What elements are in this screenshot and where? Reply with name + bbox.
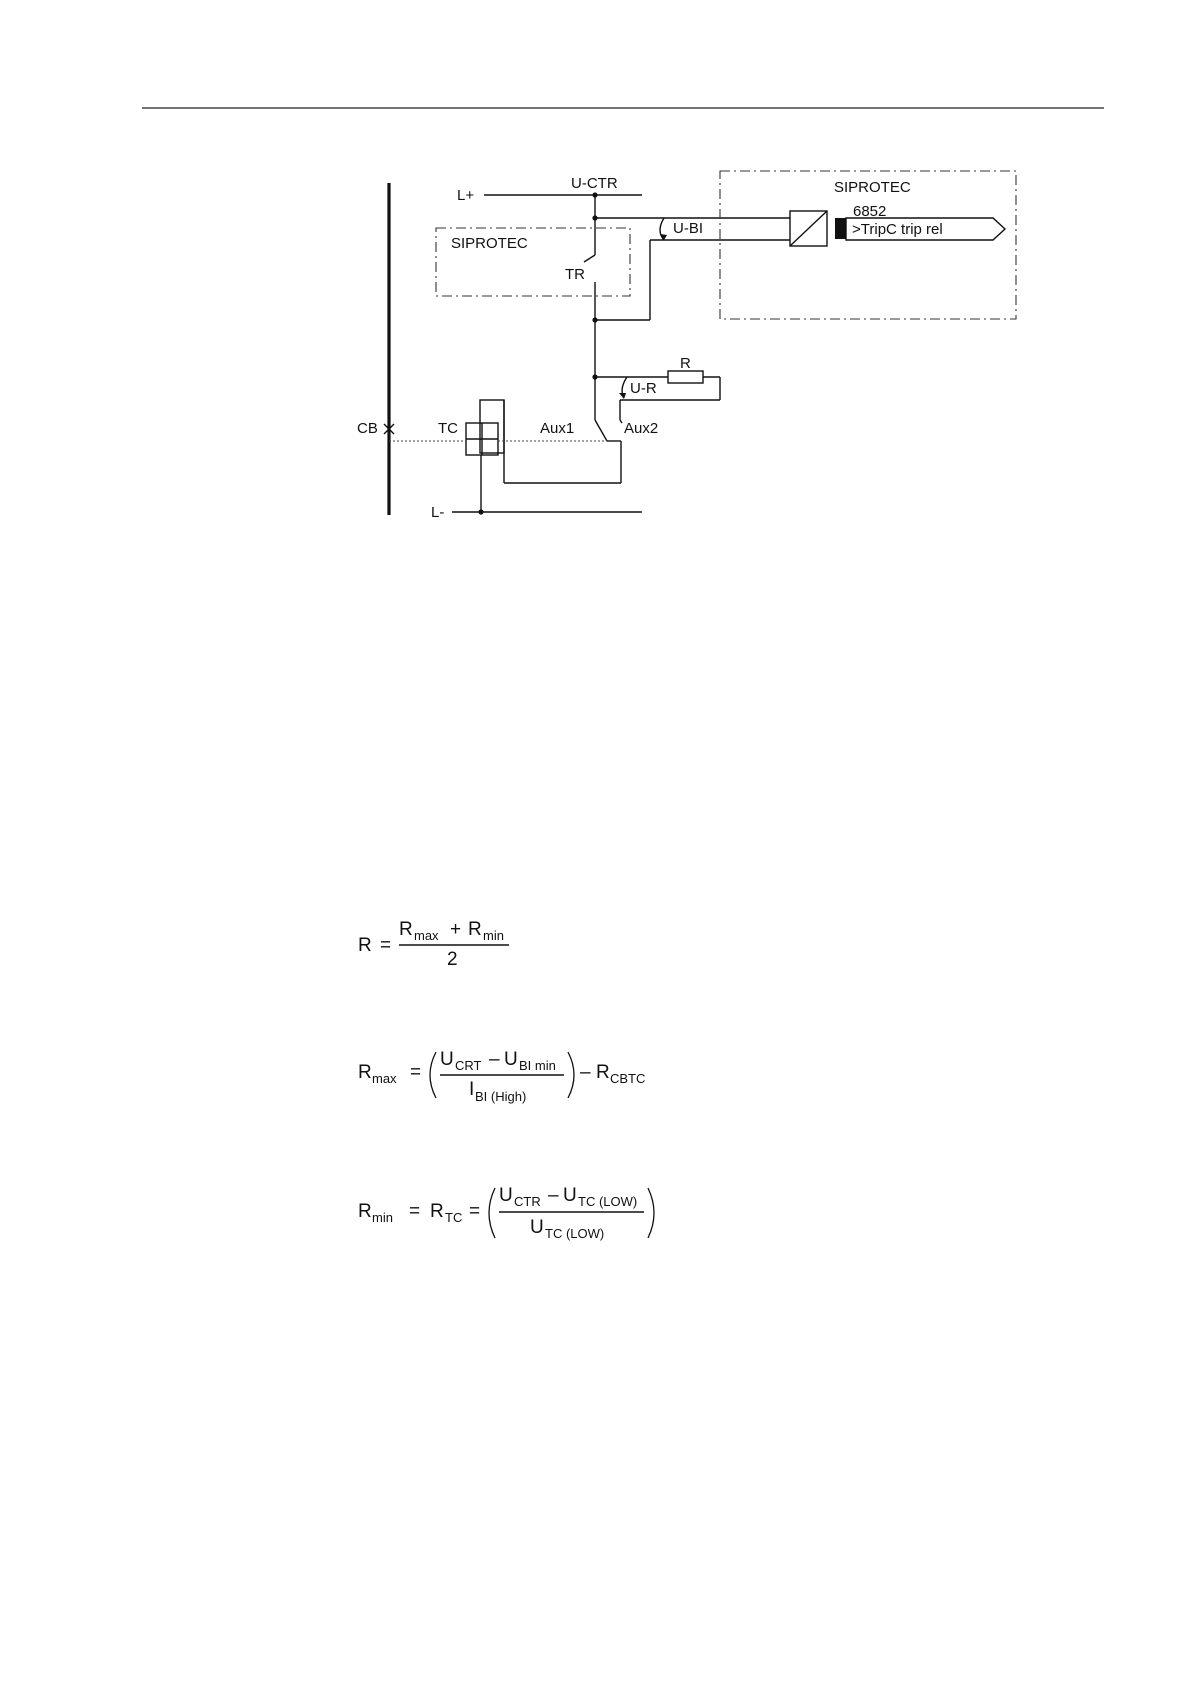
- eq1-plus: +: [450, 919, 461, 940]
- eq2-lhs-sub: max: [372, 1071, 397, 1086]
- eq2-num-a-sub: CRT: [455, 1058, 482, 1073]
- eq2-den-sub: BI (High): [475, 1089, 526, 1104]
- equation-3: R min = R TC = U CTR – U TC (LOW) U TC (…: [358, 1185, 654, 1241]
- eq3-equals-1: =: [409, 1201, 420, 1222]
- eq3-lhs: R: [358, 1201, 372, 1222]
- eq2-equals: =: [410, 1062, 421, 1083]
- eq3-mid: R: [430, 1201, 444, 1222]
- eq1-num-b: R: [468, 919, 482, 940]
- eq3-minus: –: [548, 1185, 559, 1206]
- optocoupler-diagonal: [790, 211, 827, 246]
- eq2-tail-sub: CBTC: [610, 1071, 645, 1086]
- label-u-bi: U-BI: [673, 220, 703, 237]
- binary-input-marker: [835, 218, 846, 239]
- junction-dot: [592, 192, 597, 197]
- label-signal: >TripC trip rel: [852, 221, 943, 238]
- label-tc: TC: [438, 420, 458, 437]
- eq2-lhs: R: [358, 1062, 372, 1083]
- label-l-minus: L-: [431, 504, 444, 521]
- eq1-num-a-sub: max: [414, 928, 439, 943]
- equation-2: R max = U CRT – U BI min I BI (High) – R…: [358, 1049, 645, 1104]
- label-u-ctr: U-CTR: [571, 175, 618, 192]
- eq3-equals-2: =: [469, 1201, 480, 1222]
- eq2-paren-left: [430, 1052, 436, 1098]
- label-tr: TR: [565, 266, 585, 283]
- eq2-minus: –: [489, 1049, 500, 1070]
- circuit-diagram: L+ L- U-CTR SIPROTEC SIPROTEC TR U-BI 68…: [357, 171, 1016, 521]
- label-siprotec-right: SIPROTEC: [834, 179, 911, 196]
- eq3-paren-right: [648, 1188, 654, 1238]
- label-siprotec-left: SIPROTEC: [451, 235, 528, 252]
- eq2-minus-2: –: [580, 1062, 591, 1083]
- eq2-den: I: [469, 1079, 474, 1100]
- eq3-lhs-sub: min: [372, 1210, 393, 1225]
- label-function-number: 6852: [853, 203, 886, 220]
- eq3-den: U: [530, 1217, 544, 1238]
- tr-contact: [584, 255, 595, 262]
- label-u-r: U-R: [630, 380, 657, 397]
- eq2-paren-right: [568, 1052, 574, 1098]
- eq2-tail: R: [596, 1062, 610, 1083]
- eq1-num-b-sub: min: [483, 928, 504, 943]
- eq2-num-b: U: [504, 1049, 518, 1070]
- eq3-num-b-sub: TC (LOW): [578, 1194, 637, 1209]
- label-aux2: Aux2: [624, 420, 658, 437]
- eq1-den: 2: [447, 949, 458, 970]
- label-cb: CB: [357, 420, 378, 437]
- eq1-equals: =: [380, 935, 391, 956]
- eq3-num-a: U: [499, 1185, 513, 1206]
- aux1-contact: [595, 420, 607, 441]
- tc-coil-tall: [480, 400, 504, 453]
- eq1-num-a: R: [399, 919, 413, 940]
- u-r-arrowhead: [619, 393, 626, 399]
- resistor-r: [668, 371, 703, 383]
- eq2-num-b-sub: BI min: [519, 1058, 556, 1073]
- aux2-contact-stub: [620, 420, 622, 423]
- eq1-lhs: R: [358, 935, 372, 956]
- eq3-mid-sub: TC: [445, 1210, 462, 1225]
- eq3-den-sub: TC (LOW): [545, 1226, 604, 1241]
- label-l-plus: L+: [457, 187, 474, 204]
- label-r: R: [680, 355, 691, 372]
- equation-1: R = R max + R min 2: [358, 919, 509, 970]
- eq3-paren-left: [489, 1188, 495, 1238]
- eq2-num-a: U: [440, 1049, 454, 1070]
- label-aux1: Aux1: [540, 420, 574, 437]
- eq3-num-a-sub: CTR: [514, 1194, 541, 1209]
- eq3-num-b: U: [563, 1185, 577, 1206]
